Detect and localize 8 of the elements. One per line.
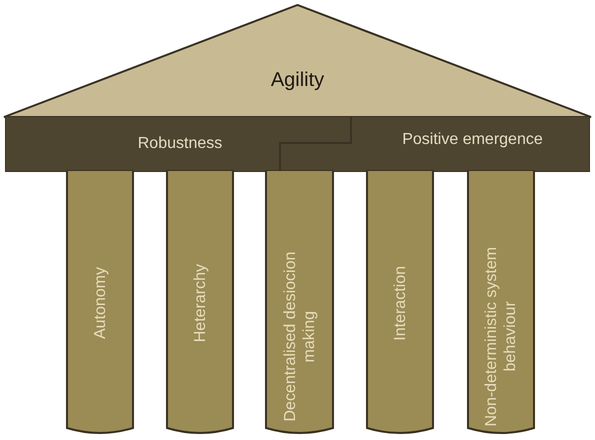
beam-label: Positive emergence xyxy=(402,131,543,149)
roof-label: Agility xyxy=(270,68,324,92)
pillar-label: Decentralised desiocion making xyxy=(280,250,318,424)
pillar-label: Autonomy xyxy=(90,266,110,340)
beam-label: Robustness xyxy=(138,135,222,153)
pillar-label: Non-deterministic system behaviour xyxy=(482,245,520,428)
pillar-label: Heterarchy xyxy=(190,264,210,342)
pillar-label: Interaction xyxy=(390,266,410,340)
